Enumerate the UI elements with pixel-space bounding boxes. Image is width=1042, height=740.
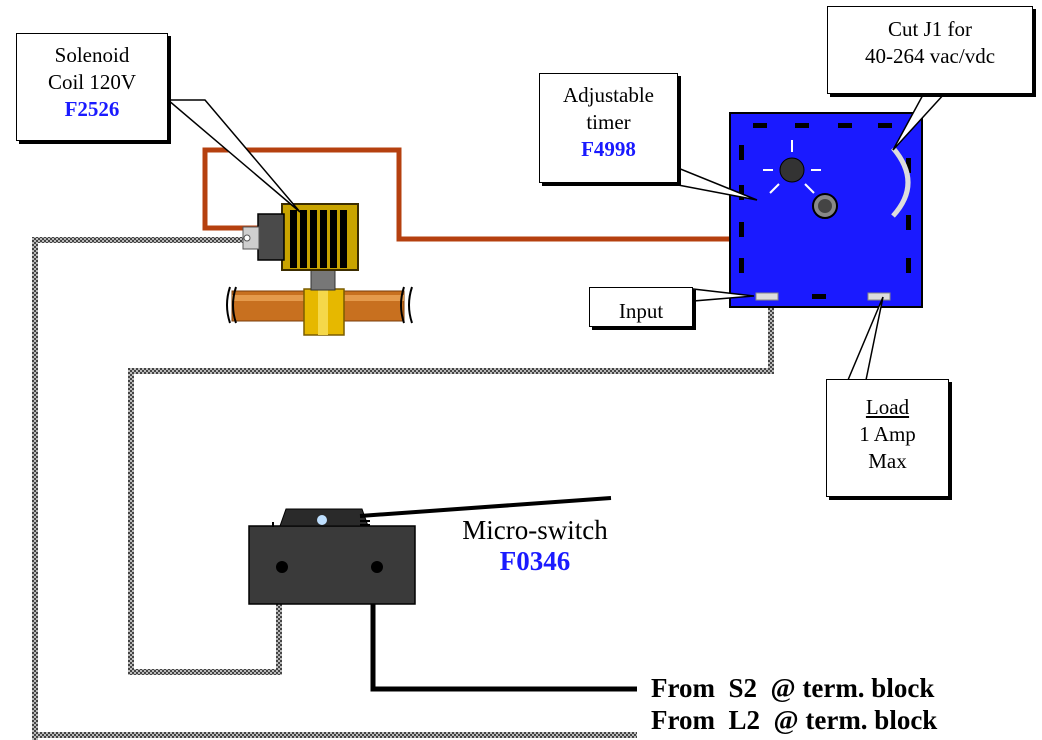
solenoid-part-number: F2526 (64, 97, 120, 121)
cut-j1-callout-line1: Cut J1 for (888, 17, 972, 41)
solenoid-callout-line2: Coil 120V (47, 70, 137, 94)
micro-switch (248, 496, 612, 605)
load-callout: Load 1 Amp Max (826, 379, 949, 497)
cut-j1-callout-line2: 40-264 vac/vdc (864, 44, 996, 68)
solenoid-callout: Solenoid Coil 120V F2526 (16, 33, 168, 141)
cut-j1-callout: Cut J1 for 40-264 vac/vdc (827, 6, 1033, 94)
timer-callout-line2: timer (586, 110, 631, 134)
callout-pointers (165, 92, 947, 381)
input-callout: Input (589, 287, 693, 327)
timer-callout-line1: Adjustable (563, 83, 654, 107)
microswitch-part-number: F0346 (499, 546, 571, 576)
wire-s2 (370, 600, 637, 692)
timer-board (729, 112, 923, 308)
load-callout-line3: Max (868, 449, 907, 473)
gray-braided-wires (32, 237, 774, 740)
input-callout-label: Input (618, 299, 664, 323)
solenoid-callout-line1: Solenoid (54, 43, 130, 67)
microswitch-label: Micro-switch F0346 (445, 515, 625, 577)
wire-input-to-switch (128, 296, 774, 675)
timer-callout: Adjustable timer F4998 (539, 73, 678, 183)
solenoid-valve (242, 203, 359, 336)
microswitch-label-text: Micro-switch (462, 515, 608, 545)
connection-l2-label: From L2 @ term. block (651, 705, 938, 735)
timer-part-number: F4998 (581, 137, 636, 161)
load-callout-line2: 1 Amp (859, 422, 916, 446)
connection-s2-label: From S2 @ term. block (651, 673, 935, 703)
wire-solenoid-loop (202, 190, 260, 231)
wire-l2 (32, 237, 637, 740)
load-callout-line1: Load (865, 395, 910, 419)
